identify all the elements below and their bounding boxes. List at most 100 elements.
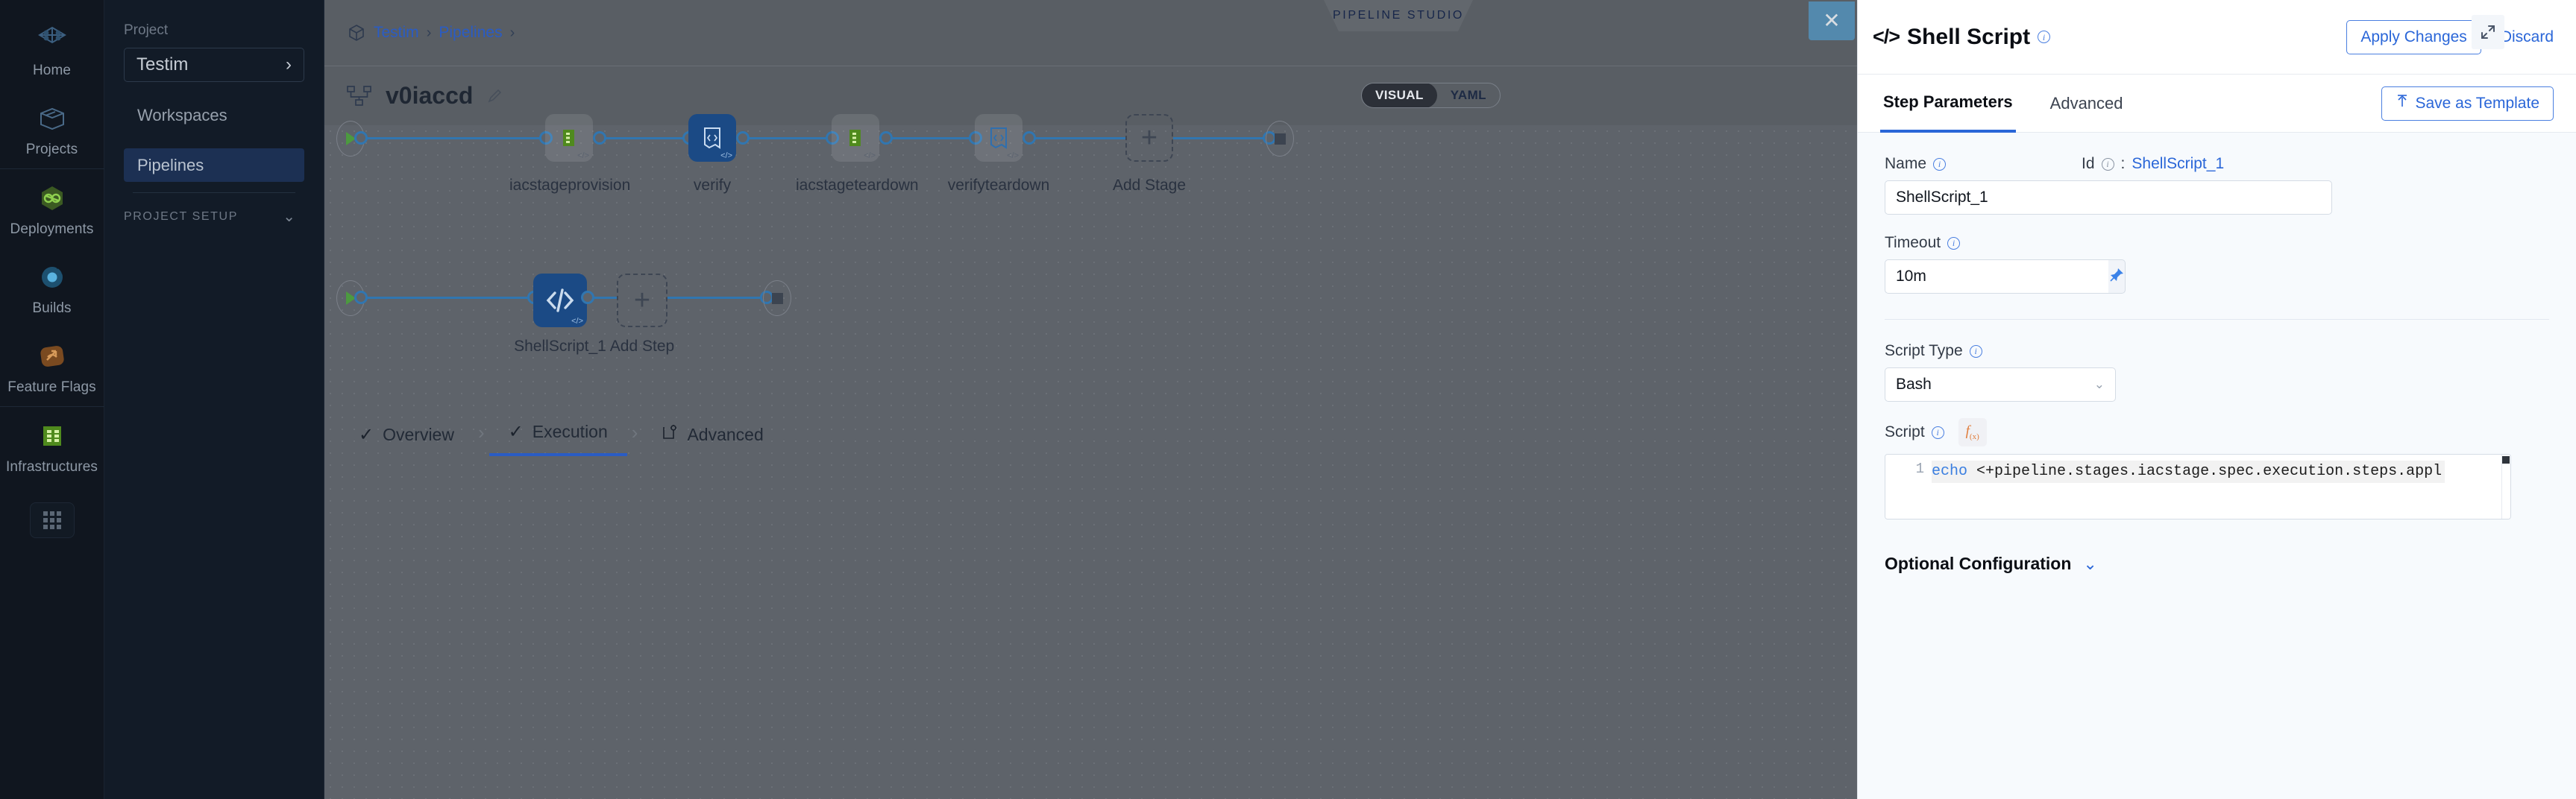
infrastructures-icon	[33, 419, 72, 453]
discard-button[interactable]: Discard	[2500, 28, 2554, 45]
app-grid-button[interactable]	[29, 502, 75, 538]
timeout-field	[1885, 259, 2126, 294]
panel-body: Name i Id i : ShellScript_1 Timeout i	[1858, 15, 2576, 799]
breadcrumb-separator: ›	[426, 24, 432, 41]
sidebar-divider	[133, 192, 295, 193]
connector-dot	[593, 131, 606, 145]
save-as-template-label: Save as Template	[2415, 94, 2539, 112]
pipeline-canvas[interactable]: </> iacstageprovision </> verify	[324, 114, 1857, 799]
add-step-label: Add Step	[609, 338, 675, 355]
step-node-shellscript-1[interactable]: </>	[533, 274, 587, 327]
step-config-panel: ✕ </> Shell Script i Apply Changes Disca…	[1809, 0, 2576, 799]
project-name: Testim	[136, 54, 189, 75]
code-brackets-icon: </>	[577, 151, 589, 160]
stage-node-label: iacstageprovision	[509, 177, 631, 194]
nav-item-home[interactable]: Home	[0, 10, 104, 89]
breadcrumb-item-project[interactable]: Testim	[374, 24, 419, 41]
view-mode-yaml[interactable]: YAML	[1450, 88, 1486, 102]
connector	[885, 137, 975, 139]
script-editor[interactable]: 1 echo <+pipeline.stages.iacstage.spec.e…	[1885, 454, 2511, 519]
connector-dot	[969, 131, 982, 145]
code-brackets-icon: </>	[571, 317, 583, 326]
play-icon	[345, 132, 356, 145]
editor-code-area[interactable]: echo <+pipeline.stages.iacstage.spec.exe…	[1932, 455, 2510, 519]
info-icon[interactable]: i	[1933, 157, 1947, 171]
expand-editor-button[interactable]	[2472, 15, 2504, 49]
close-icon: ✕	[1823, 9, 1841, 32]
timeout-pin-button[interactable]	[2108, 259, 2126, 294]
fx-icon: f(x)	[1965, 423, 1979, 441]
infrastructure-icon	[849, 130, 861, 146]
connector	[599, 137, 688, 139]
line-number: 1	[1915, 461, 1924, 477]
builds-circle-icon	[33, 260, 72, 294]
sidebar-item-pipelines[interactable]: Pipelines	[124, 148, 304, 182]
info-icon[interactable]: i	[1969, 344, 1982, 358]
script-type-label: Script Type	[1885, 342, 1963, 359]
panel-tabs: Step Parameters Advanced Save as Templat…	[1858, 75, 2576, 133]
editor-scrollbar[interactable]	[2501, 455, 2510, 519]
id-value: ShellScript_1	[2132, 155, 2225, 172]
chevron-down-icon: ⌄	[2093, 377, 2105, 391]
tab-separator: ›	[631, 421, 638, 443]
nav-item-deployments[interactable]: Deployments	[0, 169, 104, 248]
cube-icon	[347, 23, 366, 42]
tab-step-parameters[interactable]: Step Parameters	[1880, 92, 2016, 133]
pencil-icon[interactable]	[486, 88, 503, 104]
sidebar-item-label: Workspaces	[137, 105, 227, 124]
breadcrumb: Testim › Pipelines › PIPELINE STUDIO	[324, 0, 1857, 66]
connector-dot	[1022, 131, 1036, 145]
editor-line-numbers: 1	[1885, 455, 1932, 519]
tab-overview[interactable]: ✓ Overview	[339, 424, 474, 456]
nav-item-label: Deployments	[10, 221, 94, 237]
stage-node-verifyteardown[interactable]: </>	[975, 114, 1022, 162]
connector-dot	[354, 131, 368, 145]
tab-advanced[interactable]: Advanced	[642, 424, 782, 456]
stage-node-iacstageteardown[interactable]: </>	[832, 114, 879, 162]
nav-item-builds[interactable]: Builds	[0, 248, 104, 327]
nav-item-label: Projects	[25, 142, 78, 157]
pipeline-studio-label: PIPELINE STUDIO	[1333, 9, 1464, 22]
section-divider	[1885, 319, 2549, 320]
stage-node-iacstageprovision[interactable]: </>	[545, 114, 593, 162]
code-brackets-icon	[704, 127, 720, 149]
nav-item-infrastructures[interactable]: Infrastructures	[0, 407, 104, 486]
info-icon[interactable]: i	[1947, 236, 1961, 250]
timeout-input[interactable]	[1885, 259, 2108, 294]
script-type-select[interactable]: Bash ⌄	[1885, 367, 2116, 402]
optional-configuration-toggle[interactable]: Optional Configuration ⌄	[1885, 554, 2549, 574]
add-stage-button[interactable]: +	[1125, 114, 1173, 162]
name-input[interactable]	[1885, 180, 2332, 215]
nav-item-projects[interactable]: Projects	[0, 89, 104, 168]
code-brackets-icon: </>	[720, 151, 732, 160]
code-line: echo <+pipeline.stages.iacstage.spec.exe…	[1932, 461, 2445, 483]
expression-fx-button[interactable]: f(x)	[1958, 418, 1987, 446]
tab-advanced[interactable]: Advanced	[2049, 93, 2123, 113]
tab-execution[interactable]: ✓ Execution	[489, 421, 627, 456]
info-icon[interactable]: i	[2038, 31, 2051, 43]
apply-changes-button[interactable]: Apply Changes	[2346, 19, 2481, 54]
connector	[360, 137, 547, 139]
nav-item-label: Infrastructures	[6, 459, 98, 475]
sidebar-item-workspaces[interactable]: Workspaces	[124, 98, 304, 132]
info-icon[interactable]: i	[1931, 426, 1944, 439]
nav-item-feature-flags[interactable]: Feature Flags	[0, 327, 104, 406]
add-step-button[interactable]: +	[617, 274, 667, 327]
stage-node-verify[interactable]: </>	[688, 114, 736, 162]
project-sidebar: Project Testim › Workspaces Pipelines PR…	[104, 0, 324, 799]
tab-label: Overview	[383, 425, 454, 444]
code-brackets-icon	[546, 288, 574, 312]
close-panel-button[interactable]: ✕	[1809, 1, 1855, 40]
upload-pin-icon	[2396, 94, 2409, 113]
view-mode-toggle[interactable]: VISUAL YAML	[1361, 83, 1501, 108]
pipeline-title-bar: v0iaccd VISUAL YAML	[324, 66, 1857, 125]
breadcrumb-item-pipelines[interactable]: Pipelines	[439, 24, 503, 41]
project-selector[interactable]: Testim ›	[124, 48, 304, 82]
project-setup-toggle[interactable]: PROJECT SETUP ⌄	[124, 209, 304, 224]
stop-icon	[771, 292, 783, 304]
panel-header: </> Shell Script i Apply Changes Discard	[1858, 0, 2576, 75]
info-icon[interactable]: i	[2101, 157, 2114, 171]
save-as-template-button[interactable]: Save as Template	[2381, 86, 2554, 121]
view-mode-visual[interactable]: VISUAL	[1362, 83, 1437, 107]
scrollbar-thumb[interactable]	[2502, 456, 2510, 464]
